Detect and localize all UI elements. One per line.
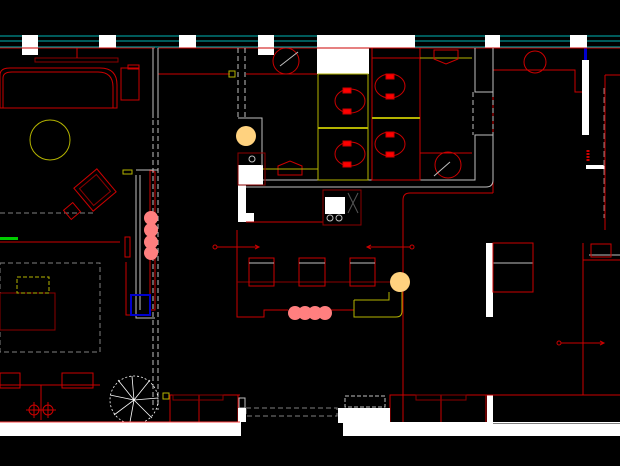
bottom-exterior-wall — [0, 408, 620, 436]
bathroom — [263, 47, 472, 181]
red-lines — [0, 47, 620, 430]
crosshair-fixtures — [26, 402, 56, 418]
pink-poufs-row — [288, 306, 332, 320]
round-rug — [29, 119, 71, 161]
seating-area — [236, 230, 403, 318]
living-room-furniture — [0, 48, 140, 420]
yellow-fixture — [122, 169, 133, 175]
yellow-fixture — [228, 70, 236, 78]
kitchen-unit — [322, 189, 362, 226]
green-marker — [0, 237, 18, 240]
plant-icon — [236, 126, 410, 292]
pink-poufs-vertical — [144, 211, 158, 260]
toilet-icon — [334, 73, 406, 168]
yellow-fixture — [162, 392, 170, 400]
blue-cabinet — [130, 294, 151, 316]
round-fixture — [523, 50, 547, 74]
blue-marker — [584, 48, 587, 60]
grey-walls — [0, 48, 620, 417]
yellow-dashed-table — [16, 276, 50, 294]
sink-unit — [237, 152, 266, 186]
direction-arrows — [212, 244, 606, 346]
